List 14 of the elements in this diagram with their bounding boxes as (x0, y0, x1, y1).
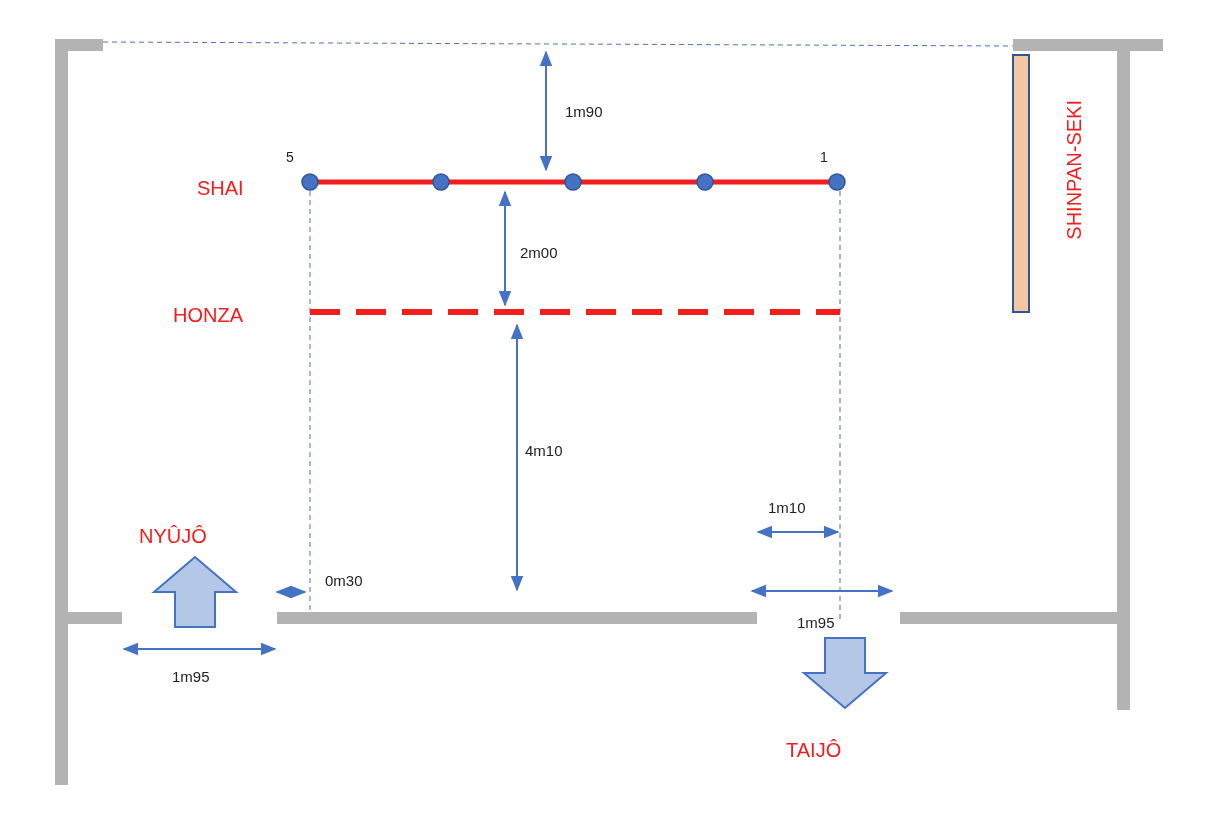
dimension-label: 4m10 (525, 443, 563, 458)
area-label: NYÛJÔ (139, 526, 207, 546)
area-label: TAIJÔ (786, 740, 842, 760)
point-number: 1 (820, 150, 828, 164)
area-label: SHINPAN-SEKI (1064, 100, 1084, 240)
dimension-label: 1m10 (768, 500, 806, 515)
area-label: HONZA (173, 305, 243, 325)
dimension-label: 2m00 (520, 245, 558, 260)
dimension-label: 1m95 (172, 669, 210, 684)
dimension-label: 1m95 (797, 615, 835, 630)
dimension-label: 0m30 (325, 573, 363, 588)
point-number: 5 (286, 150, 294, 164)
dimension-label: 1m90 (565, 104, 603, 119)
area-label: SHAI (197, 178, 244, 198)
